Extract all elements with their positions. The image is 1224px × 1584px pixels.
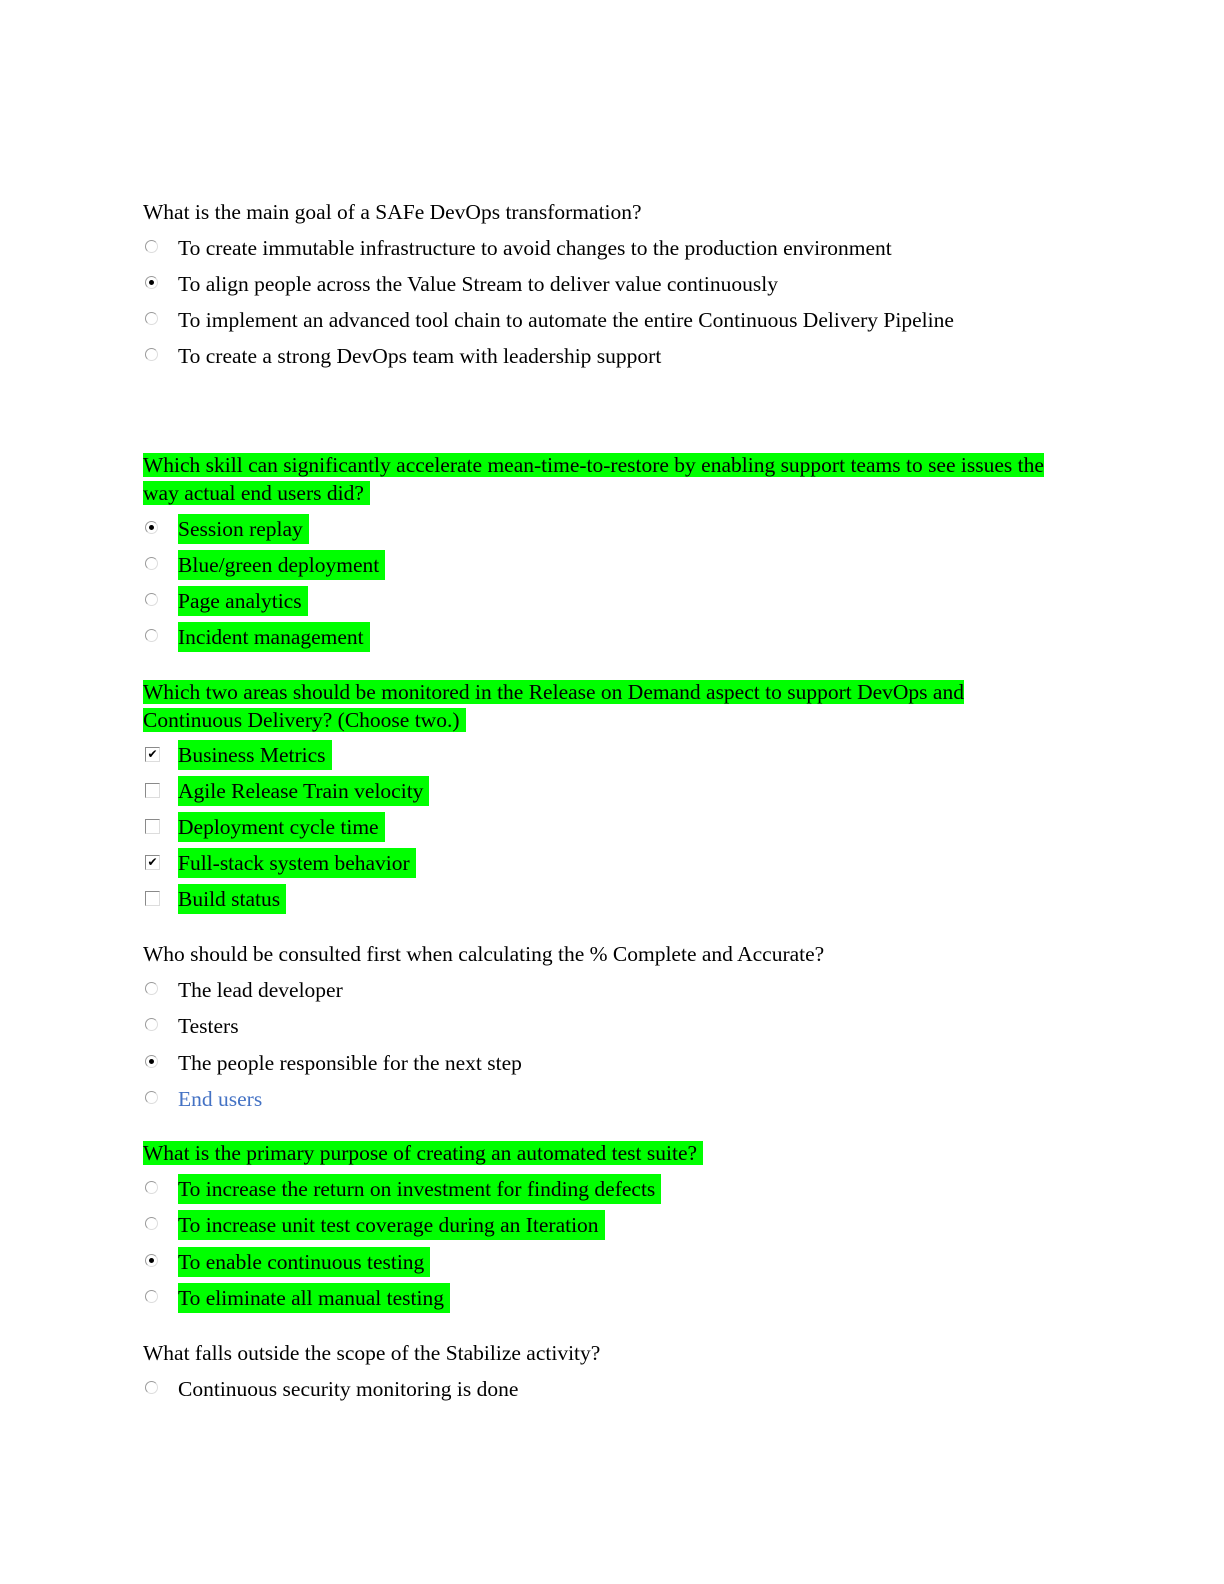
question-text: Who should be consulted first when calcu…	[143, 940, 1063, 968]
question-label: What is the main goal of a SAFe DevOps t…	[143, 200, 642, 224]
question-label: What is the primary purpose of creating …	[143, 1141, 704, 1165]
question-label: Which two areas should be monitored in t…	[143, 680, 964, 732]
radio-icon[interactable]	[145, 629, 158, 642]
answer-label: To align people across the Value Stream …	[178, 272, 778, 296]
answer-label: Session replay	[178, 514, 309, 544]
answer-label: Full-stack system behavior	[178, 848, 416, 878]
answer-link[interactable]: End users	[178, 1087, 263, 1111]
radio-icon[interactable]	[145, 982, 158, 995]
answer-label: To enable continuous testing	[178, 1247, 431, 1277]
checkbox-checked-icon[interactable]: ✔	[145, 747, 160, 762]
radio-icon[interactable]	[145, 557, 158, 570]
question-text: Which two areas should be monitored in t…	[143, 678, 1063, 734]
answer-label: To increase the return on investment for…	[178, 1174, 662, 1204]
answer-label: To increase unit test coverage during an…	[178, 1210, 605, 1240]
radio-icon[interactable]	[145, 1091, 158, 1104]
radio-icon[interactable]	[145, 593, 158, 606]
radio-selected-icon[interactable]	[145, 521, 158, 534]
answer-label: The people responsible for the next step	[178, 1051, 522, 1075]
answer-label: Deployment cycle time	[178, 812, 385, 842]
question-label: What falls outside the scope of the Stab…	[143, 1341, 601, 1365]
question-text: What is the main goal of a SAFe DevOps t…	[143, 198, 1063, 226]
radio-selected-icon[interactable]	[145, 276, 158, 289]
radio-icon[interactable]	[145, 1018, 158, 1031]
radio-icon[interactable]	[145, 1181, 158, 1194]
question-label: Which skill can significantly accelerate…	[143, 453, 1044, 505]
radio-icon[interactable]	[145, 1217, 158, 1230]
radio-icon[interactable]	[145, 312, 158, 325]
answer-label: Continuous security monitoring is done	[178, 1377, 519, 1401]
answer-label: Incident management	[178, 622, 370, 652]
radio-icon[interactable]	[145, 1290, 158, 1303]
answer-label: Build status	[178, 884, 287, 914]
radio-selected-icon[interactable]	[145, 1055, 158, 1068]
question-text: What falls outside the scope of the Stab…	[143, 1339, 1063, 1367]
question-text: What is the primary purpose of creating …	[143, 1139, 1063, 1167]
checkbox-icon[interactable]	[145, 783, 160, 798]
radio-icon[interactable]	[145, 240, 158, 253]
radio-icon[interactable]	[145, 1381, 158, 1394]
answer-label: To create a strong DevOps team with lead…	[178, 344, 662, 368]
answer-label: To implement an advanced tool chain to a…	[178, 308, 954, 332]
answer-label: To eliminate all manual testing	[178, 1283, 450, 1313]
checkbox-icon[interactable]	[145, 891, 160, 906]
radio-icon[interactable]	[145, 348, 158, 361]
answer-label: Business Metrics	[178, 740, 332, 770]
checkbox-checked-icon[interactable]: ✔	[145, 855, 160, 870]
radio-selected-icon[interactable]	[145, 1254, 158, 1267]
question-text: Which skill can significantly accelerate…	[143, 451, 1063, 507]
answer-label: Blue/green deployment	[178, 550, 386, 580]
answer-label: Page analytics	[178, 586, 308, 616]
answer-label: Testers	[178, 1014, 239, 1038]
checkbox-icon[interactable]	[145, 819, 160, 834]
answer-label: Agile Release Train velocity	[178, 776, 430, 806]
answer-label: The lead developer	[178, 978, 343, 1002]
answer-label: To create immutable infrastructure to av…	[178, 236, 892, 260]
question-label: Who should be consulted first when calcu…	[143, 942, 825, 966]
